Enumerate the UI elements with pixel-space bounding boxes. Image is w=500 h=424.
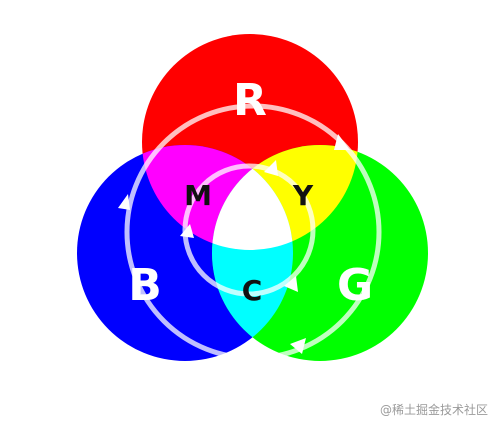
label-blue: B <box>128 260 162 311</box>
outer-arrow-left-icon <box>118 194 130 210</box>
inner-arrow-top-icon <box>264 160 278 176</box>
outer-arrow-right-icon <box>334 134 350 150</box>
label-red: R <box>233 75 267 126</box>
outer-cycle-ring <box>124 103 382 361</box>
inner-arrow-right-icon <box>284 276 298 292</box>
label-green: G <box>337 260 373 311</box>
inner-arrow-left-icon <box>180 224 194 238</box>
watermark-text: @稀土掘金技术社区 <box>379 403 488 417</box>
label-yellow: Y <box>292 179 314 212</box>
label-cyan: C <box>242 274 263 307</box>
white-center <box>212 145 293 250</box>
label-magenta: M <box>184 179 212 212</box>
outer-arrow-bottom-icon <box>290 338 306 354</box>
